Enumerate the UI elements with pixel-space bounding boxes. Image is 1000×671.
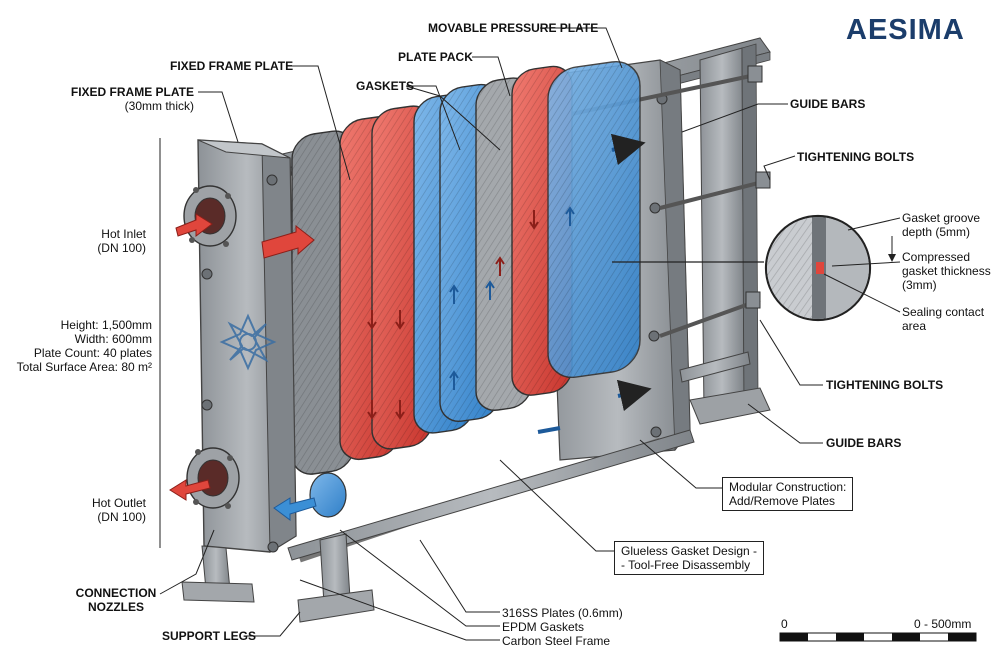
label-hot-outlet: Hot Outlet (DN 100) [60, 496, 146, 524]
plate-hot-1 [291, 130, 355, 475]
brand-emblem [219, 313, 277, 371]
label-guide-bars-top: GUIDE BARS [790, 97, 866, 111]
plate-cold-back [547, 61, 641, 379]
flow-arrows [367, 133, 652, 434]
detail-groove-depth: Gasket groove depth (5mm) [902, 211, 980, 239]
label-tightening-bolts-bottom: TIGHTENING BOLTS [826, 378, 944, 392]
label-gaskets: GASKETS [356, 79, 415, 93]
modular-line2: Add/Remove Plates [729, 494, 836, 508]
bottom-guide-bars [287, 351, 751, 561]
glueless-line1: Glueless Gasket Design - [621, 544, 758, 558]
connection-nozzles-line1: CONNECTION [75, 586, 157, 600]
label-fixed-frame-plate: FIXED FRAME PLATE [170, 59, 294, 73]
support-legs [181, 533, 375, 623]
callout-glueless-gasket: Glueless Gasket Design - - Tool-Free Dis… [614, 541, 765, 575]
cold-nozzle [309, 472, 347, 518]
detail-compressed-thickness: Compressed gasket thickness (3mm) [902, 250, 991, 292]
modular-line1: Modular Construction: [729, 480, 847, 494]
sealing-line2: area [902, 319, 927, 333]
label-tightening-bolts-top: TIGHTENING BOLTS [797, 150, 915, 164]
hot-inlet-line1: Hot Inlet [101, 227, 146, 241]
sealing-line1: Sealing contact [902, 305, 985, 319]
hot-inlet-nozzle [183, 185, 237, 247]
label-fixed-frame-plate-thick: FIXED FRAME PLATE (30mm thick) [44, 85, 194, 113]
rear-support-column [689, 43, 771, 425]
detail-sealing-area: Sealing contact area [902, 305, 984, 333]
scale-start-label: 0 [781, 617, 788, 631]
compressed-line3: (3mm) [902, 278, 937, 292]
label-movable-pressure-plate: MOVABLE PRESSURE PLATE [428, 21, 599, 35]
groove-line2: depth (5mm) [902, 225, 971, 239]
hot-outlet-line2: (DN 100) [97, 510, 146, 524]
spec-plate-count: Plate Count: 40 plates [33, 346, 152, 360]
material-plates: 316SS Plates (0.6mm) [502, 606, 623, 620]
fixed-frame-plate-thick-title: FIXED FRAME PLATE [70, 85, 194, 99]
hot-outlet-line1: Hot Outlet [91, 496, 146, 510]
spec-surface-area: Total Surface Area: 80 m² [16, 360, 152, 374]
compressed-line2: gasket thickness [902, 264, 991, 278]
spec-width: Width: 600mm [74, 332, 152, 346]
compressed-line1: Compressed [902, 250, 971, 264]
leader-lines [159, 27, 823, 641]
brand-logo: AESIMA [846, 14, 965, 46]
hot-outlet-arrow [169, 479, 317, 521]
connection-nozzles-line2: NOZZLES [88, 600, 144, 614]
hot-outlet-nozzle [186, 447, 240, 509]
label-plate-pack: PLATE PACK [398, 50, 473, 64]
label-guide-bars-bottom: GUIDE BARS [826, 436, 902, 450]
scale-end-label: 0 - 500mm [914, 617, 972, 631]
hot-inlet-line2: (DN 100) [97, 241, 146, 255]
label-support-legs: SUPPORT LEGS [162, 629, 257, 643]
scale-bar [779, 632, 977, 642]
material-gaskets: EPDM Gaskets [502, 620, 585, 634]
callout-modular-construction: Modular Construction: Add/Remove Plates [722, 477, 854, 511]
materials-list: 316SS Plates (0.6mm) EPDM Gaskets Carbon… [502, 606, 623, 648]
spec-list: Height: 1,500mm Width: 600mm Plate Count… [2, 318, 152, 374]
label-hot-inlet: Hot Inlet (DN 100) [70, 227, 146, 255]
groove-line1: Gasket groove [902, 211, 981, 225]
hot-inlet-arrow [175, 213, 315, 259]
spec-height: Height: 1,500mm [60, 318, 152, 332]
glueless-line2: - Tool-Free Disassembly [621, 558, 751, 572]
fixed-frame-plate-thick-sub: (30mm thick) [124, 99, 194, 113]
label-connection-nozzles: CONNECTION NOZZLES [70, 586, 162, 614]
material-frame: Carbon Steel Frame [502, 634, 611, 648]
plate-pack [291, 61, 652, 475]
